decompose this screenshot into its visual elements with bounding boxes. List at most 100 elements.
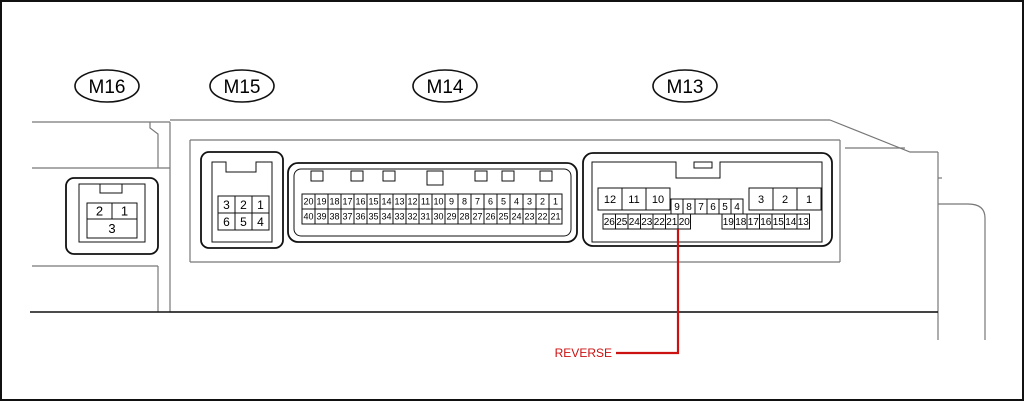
m14-pin-label: 18 xyxy=(329,197,339,207)
m14-pin-label: 38 xyxy=(329,212,339,222)
m14-pin-label: 7 xyxy=(475,197,480,207)
m14-pin-label: 19 xyxy=(316,197,326,207)
m13-pin-label: 5 xyxy=(722,202,728,213)
m15-pin-label: 4 xyxy=(257,215,264,229)
m13-pin-label: 20 xyxy=(679,217,691,228)
m14-pin-18: 18 xyxy=(327,193,342,210)
m14-pin-label: 16 xyxy=(355,197,365,207)
m13-pin-label: 18 xyxy=(735,217,747,228)
m13-pin-26: 26 xyxy=(602,213,616,230)
m16-pin-label: 1 xyxy=(121,204,128,219)
m14-pin-label: 40 xyxy=(303,212,313,222)
m13-pin-18: 18 xyxy=(734,213,748,230)
m13-pin-10: 10 xyxy=(645,187,671,211)
m14-pin-30: 30 xyxy=(431,208,446,225)
m16-pin-label: 2 xyxy=(96,204,103,219)
m14-pin-label: 10 xyxy=(433,197,443,207)
m13-pin-label: 16 xyxy=(760,217,772,228)
m13-pin-8: 8 xyxy=(682,198,696,215)
m14-pin-24: 24 xyxy=(509,208,524,225)
svg-text:M13: M13 xyxy=(667,77,704,98)
m16-pin-label: 3 xyxy=(108,221,115,236)
m14-pin-label: 39 xyxy=(316,212,326,222)
m13-pin-label: 8 xyxy=(686,202,692,213)
m14-pin-15: 15 xyxy=(366,193,381,210)
m14-pin-35: 35 xyxy=(366,208,381,225)
m14-pin-label: 31 xyxy=(420,212,430,222)
m13-pin-label: 19 xyxy=(723,217,735,228)
m14-pin-36: 36 xyxy=(353,208,368,225)
m14-pin-17: 17 xyxy=(340,193,355,210)
m14-pin-19: 19 xyxy=(314,193,329,210)
m14-pin-29: 29 xyxy=(444,208,459,225)
m14-pin-label: 22 xyxy=(537,212,547,222)
m14-pin-label: 37 xyxy=(342,212,352,222)
m14-pin-32: 32 xyxy=(405,208,420,225)
m13-pin-23: 23 xyxy=(640,213,654,230)
m14-pin-label: 5 xyxy=(501,197,506,207)
m13-pin-label: 14 xyxy=(785,217,797,228)
m13-pin-label: 2 xyxy=(782,194,788,206)
m14-pin-11: 11 xyxy=(418,193,433,210)
m13-pin-22: 22 xyxy=(652,213,666,230)
m14-pin-label: 14 xyxy=(381,197,391,207)
m14-pin-label: 11 xyxy=(421,197,430,207)
m14-pin-label: 23 xyxy=(524,212,534,222)
m14-pin-label: 27 xyxy=(472,212,482,222)
m14-pin-label: 9 xyxy=(449,197,454,207)
m14-pin-31: 31 xyxy=(418,208,433,225)
m14-pin-28: 28 xyxy=(457,208,472,225)
m14-pin-label: 25 xyxy=(498,212,508,222)
m13-pin-label: 15 xyxy=(773,217,785,228)
m14-pin-label: 35 xyxy=(368,212,378,222)
connector-m15-inner xyxy=(211,161,273,243)
m14-pin-40: 40 xyxy=(301,208,316,225)
m14-pin-label: 34 xyxy=(381,212,391,222)
m13-pin-13: 13 xyxy=(796,213,810,230)
m13-pin-label: 26 xyxy=(604,217,616,228)
m13-pin-1: 1 xyxy=(796,187,822,211)
m13-pin-label: 23 xyxy=(641,217,653,228)
m14-pin-38: 38 xyxy=(327,208,342,225)
m14-pin-4: 4 xyxy=(509,193,524,210)
m16-pin-1: 1 xyxy=(111,202,138,220)
m14-pin-2: 2 xyxy=(535,193,550,210)
m15-pin-2: 2 xyxy=(234,195,253,214)
m13-pin-label: 7 xyxy=(698,202,704,213)
m14-pin-label: 20 xyxy=(303,197,313,207)
m14-pin-label: 24 xyxy=(511,212,521,222)
m14-pin-label: 8 xyxy=(462,197,467,207)
connector-m13-latch xyxy=(693,161,713,169)
connector-m16-latch xyxy=(99,183,123,194)
m13-pin-label: 6 xyxy=(710,202,716,213)
m14-pin-label: 28 xyxy=(459,212,469,222)
m13-pin-label: 22 xyxy=(654,217,666,228)
m13-pin-19: 19 xyxy=(721,213,735,230)
m15-pin-3: 3 xyxy=(217,195,236,214)
m13-pin-label: 17 xyxy=(748,217,760,228)
m14-pin-25: 25 xyxy=(496,208,511,225)
m13-pin-label: 21 xyxy=(666,217,678,228)
m13-pin-5: 5 xyxy=(718,198,732,215)
m13-pin-16: 16 xyxy=(759,213,773,230)
m14-pin-27: 27 xyxy=(470,208,485,225)
m13-pin-25: 25 xyxy=(615,213,629,230)
m15-pin-4: 4 xyxy=(251,212,270,231)
m14-pin-5: 5 xyxy=(496,193,511,210)
m14-pin-1: 1 xyxy=(548,193,563,210)
m14-pin-label: 12 xyxy=(407,197,417,207)
m13-pin-label: 24 xyxy=(629,217,641,228)
m14-pin-label: 26 xyxy=(485,212,495,222)
m14-pin-label: 6 xyxy=(488,197,493,207)
m15-pin-label: 5 xyxy=(240,215,247,229)
m13-pin-14: 14 xyxy=(784,213,798,230)
m14-pin-33: 33 xyxy=(392,208,407,225)
m13-pin-24: 24 xyxy=(627,213,641,230)
m14-pin-label: 17 xyxy=(342,197,352,207)
m14-pin-6: 6 xyxy=(483,193,498,210)
m13-pin-21: 21 xyxy=(665,213,679,230)
m13-pin-label: 4 xyxy=(734,202,740,213)
m14-pin-34: 34 xyxy=(379,208,394,225)
m13-pin-12: 12 xyxy=(597,187,623,211)
